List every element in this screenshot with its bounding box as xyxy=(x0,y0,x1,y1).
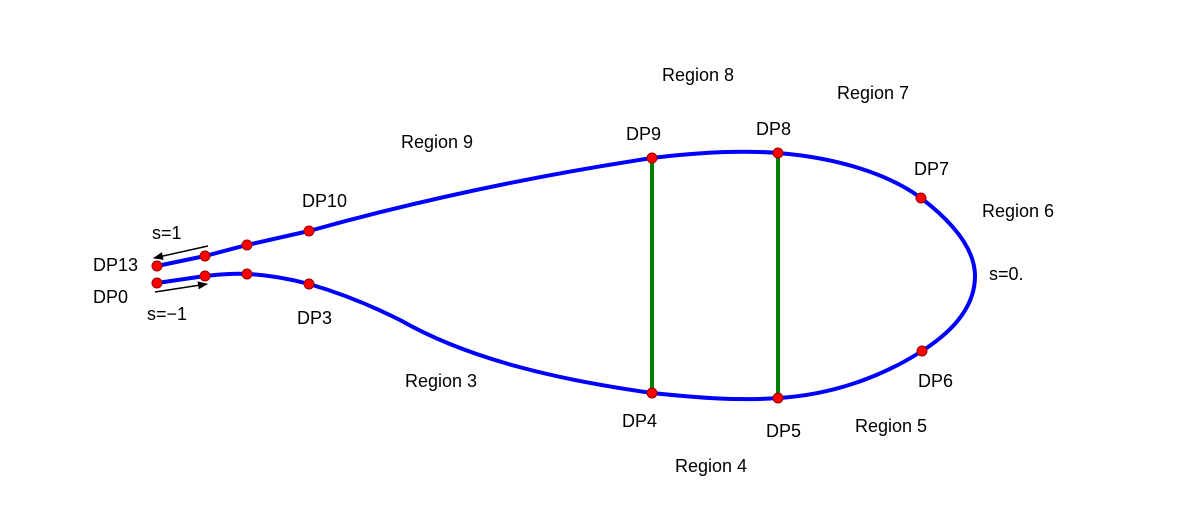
point-dp8 xyxy=(772,147,784,159)
point-dp5 xyxy=(772,392,784,404)
point-upper-1 xyxy=(199,250,211,262)
arrow-s-top xyxy=(153,245,209,260)
label-dp6: DP6 xyxy=(918,371,953,391)
label-region-9: Region 9 xyxy=(401,132,473,152)
label-dp10: DP10 xyxy=(302,191,347,211)
label-dp0: DP0 xyxy=(93,287,128,307)
point-dp6 xyxy=(916,345,928,357)
label-s-nose: s=0. xyxy=(989,264,1024,284)
label-s-top: s=1 xyxy=(152,223,182,243)
label-s-bottom: s=−1 xyxy=(147,304,187,324)
point-dp10 xyxy=(303,225,315,237)
point-dp9 xyxy=(646,152,658,164)
point-upper-2 xyxy=(241,239,253,251)
label-region-6: Region 6 xyxy=(982,201,1054,221)
arrow-s-bottom xyxy=(154,281,208,293)
label-dp9: DP9 xyxy=(626,124,661,144)
point-lower-2 xyxy=(241,268,253,280)
division-points xyxy=(151,147,928,404)
point-dp0 xyxy=(151,277,163,289)
point-dp7 xyxy=(915,192,927,204)
label-dp4: DP4 xyxy=(622,411,657,431)
label-dp7: DP7 xyxy=(914,159,949,179)
label-region-5: Region 5 xyxy=(855,416,927,436)
label-dp5: DP5 xyxy=(766,421,801,441)
point-lower-1 xyxy=(199,270,211,282)
label-dp8: DP8 xyxy=(756,119,791,139)
label-region-4: Region 4 xyxy=(675,456,747,476)
airfoil-outline-lower xyxy=(156,271,977,402)
point-dp4 xyxy=(646,387,658,399)
label-region-3: Region 3 xyxy=(405,371,477,391)
label-dp13: DP13 xyxy=(93,255,138,275)
label-dp3: DP3 xyxy=(297,308,332,328)
point-dp3 xyxy=(303,278,315,290)
point-dp13 xyxy=(151,260,163,272)
label-region-7: Region 7 xyxy=(837,83,909,103)
airfoil-outline-upper xyxy=(156,149,977,277)
label-region-8: Region 8 xyxy=(662,65,734,85)
